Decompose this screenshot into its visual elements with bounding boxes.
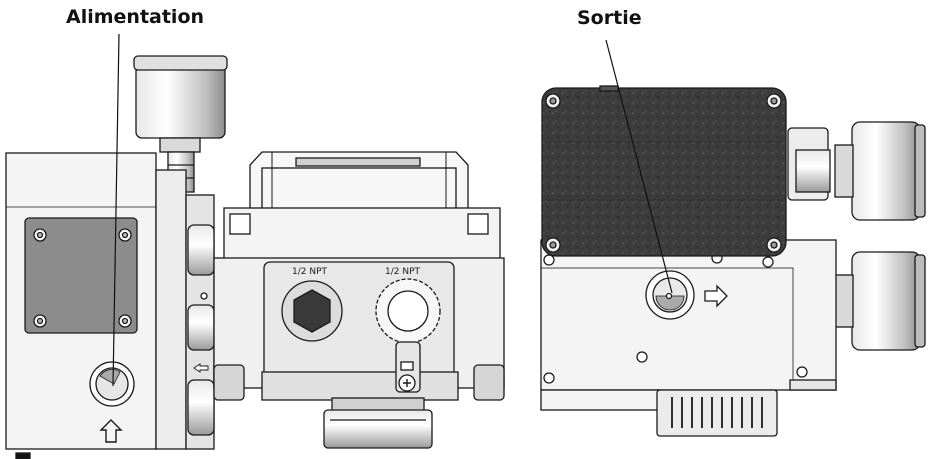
cover-screws [545,93,782,253]
port-plug-right [375,278,441,344]
port-label-left: 1/2 NPT [292,267,328,277]
output-callout-label: Sortie [577,7,642,29]
terminal-connector [656,389,778,437]
output-port [645,270,695,320]
output-leader-line [605,39,673,294]
plate-screws [33,228,132,328]
front-housing [213,151,505,401]
side-fitting [787,127,831,201]
bottom-connector [323,397,433,449]
mounting-plate [24,217,138,334]
gauge-lower [834,251,926,351]
ground-screw-icon [395,341,421,393]
port-plug-left [281,280,343,342]
up-arrow-icon [99,419,123,443]
supply-callout-label: Alimentation [66,6,205,28]
leader-lines [112,33,673,387]
side-manifold-ports [187,224,215,436]
supply-leader-line [112,33,120,387]
supply-port [89,361,135,407]
side-view-assembly [5,55,505,459]
gauge-upper [834,121,926,221]
rear-body [540,239,837,411]
port-label-right: 1/2 NPT [385,267,421,277]
textured-cover [541,85,787,257]
right-arrow-icon [704,284,728,308]
rear-view-assembly [540,85,926,437]
